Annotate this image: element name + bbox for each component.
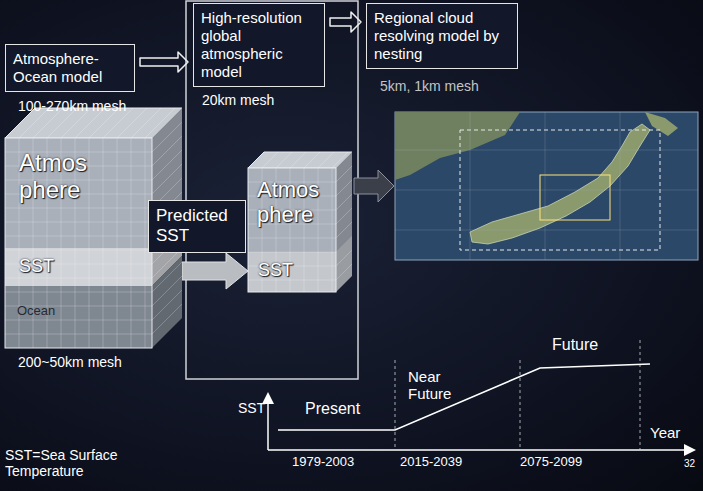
map-sea — [395, 112, 698, 260]
layer-label: SST — [258, 260, 293, 280]
mesh-label: 5km, 1km mesh — [380, 78, 479, 94]
map-hokkaido — [645, 112, 678, 136]
period-dividers — [395, 340, 640, 450]
period-label: Near Future — [408, 368, 464, 403]
model-box: Regional cloud resolving model by nestin… — [366, 3, 518, 69]
axis-label: Year — [650, 424, 680, 441]
map-grid — [395, 112, 698, 260]
regional-map — [395, 112, 698, 260]
layer-label: Ocean — [17, 304, 55, 319]
box-text: Regional cloud resolving model by nestin… — [374, 9, 510, 63]
map-continent — [395, 112, 520, 180]
cube-side — [152, 256, 182, 348]
footnote: SST=Sea Surface Temperature — [5, 447, 133, 479]
mesh-grid — [248, 152, 352, 292]
nesting-arrow — [354, 170, 394, 202]
cube-layer — [5, 286, 152, 348]
cube-layer — [248, 252, 336, 292]
map-japan — [470, 124, 650, 244]
y-axis — [267, 398, 269, 450]
flow-arrow — [140, 52, 188, 72]
year-range: 2075-2099 — [520, 455, 582, 470]
layer-label: Atmos phere — [257, 178, 333, 227]
cube-layer — [5, 248, 152, 286]
mesh-label: 200~50km mesh — [18, 354, 122, 370]
cube-front — [248, 168, 336, 292]
sst-chart — [268, 340, 690, 450]
axis-label: SST — [238, 400, 265, 416]
period-label: Present — [305, 400, 360, 418]
data-box: Predicted SST — [148, 200, 246, 253]
model-panel — [186, 1, 358, 379]
page-number: 32 — [684, 458, 695, 470]
nest-domain-inner — [540, 175, 610, 220]
flow-arrow — [182, 253, 248, 289]
box-text: Atmosphere-Ocean model — [13, 50, 127, 86]
year-range: 1979-2003 — [292, 455, 354, 470]
period-label: Future — [552, 336, 598, 354]
model-cube: Atmos phereSST — [248, 152, 352, 292]
year-range: 2015-2039 — [400, 455, 462, 470]
cube-front — [5, 138, 152, 348]
cube-top — [248, 152, 352, 168]
flow-arrow — [330, 12, 361, 32]
x-axis — [268, 449, 690, 451]
model-box: High-resolution global atmospheric model — [193, 3, 325, 87]
box-text: High-resolution global atmospheric model — [201, 9, 317, 81]
sst-trend-line — [278, 364, 650, 430]
cube-side — [336, 236, 352, 292]
layer-label: Atmos phere — [19, 150, 114, 204]
cube-layer — [5, 138, 152, 248]
model-box: Atmosphere-Ocean model — [5, 44, 135, 92]
mesh-label: 20km mesh — [202, 92, 274, 108]
box-text: Predicted SST — [156, 206, 238, 247]
layer-label: SST — [19, 256, 54, 276]
mesh-label: 100-270km mesh — [18, 98, 126, 114]
